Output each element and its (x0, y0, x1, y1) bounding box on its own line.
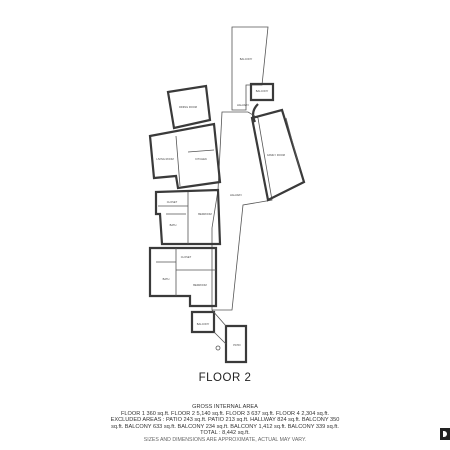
bedroom-block-2 (148, 246, 218, 308)
label-family-room: FAMILY ROOM (267, 153, 285, 157)
family-room-window (285, 117, 301, 171)
label-patio: PATIO (233, 343, 240, 347)
stair-curve (251, 103, 259, 123)
dining-room (166, 84, 212, 130)
label-bedroom-2: BEDROOM (193, 283, 206, 287)
label-bedroom-1: BEDROOM (198, 212, 211, 216)
bedroom-block-1 (154, 188, 222, 246)
label-living-room: LIVING ROOM (156, 157, 173, 161)
top-patio-outline (231, 26, 269, 111)
floor-title: FLOOR 2 (198, 372, 252, 384)
central-hallway (211, 111, 273, 311)
floor-plan: HALLWAY FAMILY ROOM KITCHEN DINING ROOM … (148, 26, 306, 364)
label-dining-room: DINING ROOM (179, 105, 197, 109)
area-heading: GROSS INTERNAL AREA (192, 404, 258, 410)
area-line-3: sq.ft. BALCONY 633 sq.ft. BALCONY 234 sq… (111, 423, 339, 430)
label-closet-2: CLOSET (181, 255, 192, 259)
label-bath-2: BATH (163, 277, 170, 281)
kitchen-divider (175, 135, 215, 187)
area-line-1: FLOOR 1 360 sq.ft. FLOOR 2 5,140 sq.ft. … (121, 410, 329, 417)
area-disclaimer: SIZES AND DIMENSIONS ARE APPROXIMATE, AC… (143, 436, 307, 443)
area-total: TOTAL : 8,442 sq.ft. (200, 430, 250, 437)
label-hallway: HALLWAY (237, 103, 249, 107)
label-balcony-1: BALCONY (197, 322, 210, 326)
family-room (250, 108, 306, 202)
kitchen (148, 122, 222, 190)
label-kitchen: KITCHEN (195, 157, 207, 161)
label-balcony-2: BALCONY (256, 89, 269, 93)
area-line-2: EXCLUDED AREAS : PATIO 243 sq.ft. PATIO … (110, 417, 340, 424)
bottom-balcony (190, 310, 216, 334)
label-hallway-2: HALLWAY (230, 193, 242, 197)
label-balcony-3: BALCONY (240, 57, 253, 61)
label-closet-1: CLOSET (167, 200, 178, 204)
fixture-marker (215, 345, 221, 351)
bedroom-2-divider (156, 248, 216, 296)
bedroom-1-divider (158, 192, 189, 244)
brand-logo-icon (440, 428, 450, 440)
label-bath-1: BATH (170, 223, 177, 227)
bottom-landing (211, 309, 227, 345)
area-summary: GROSS INTERNAL AREA FLOOR 1 360 sq.ft. F… (40, 404, 410, 444)
top-right-room (249, 82, 275, 102)
bottom-right-patio (224, 324, 248, 364)
